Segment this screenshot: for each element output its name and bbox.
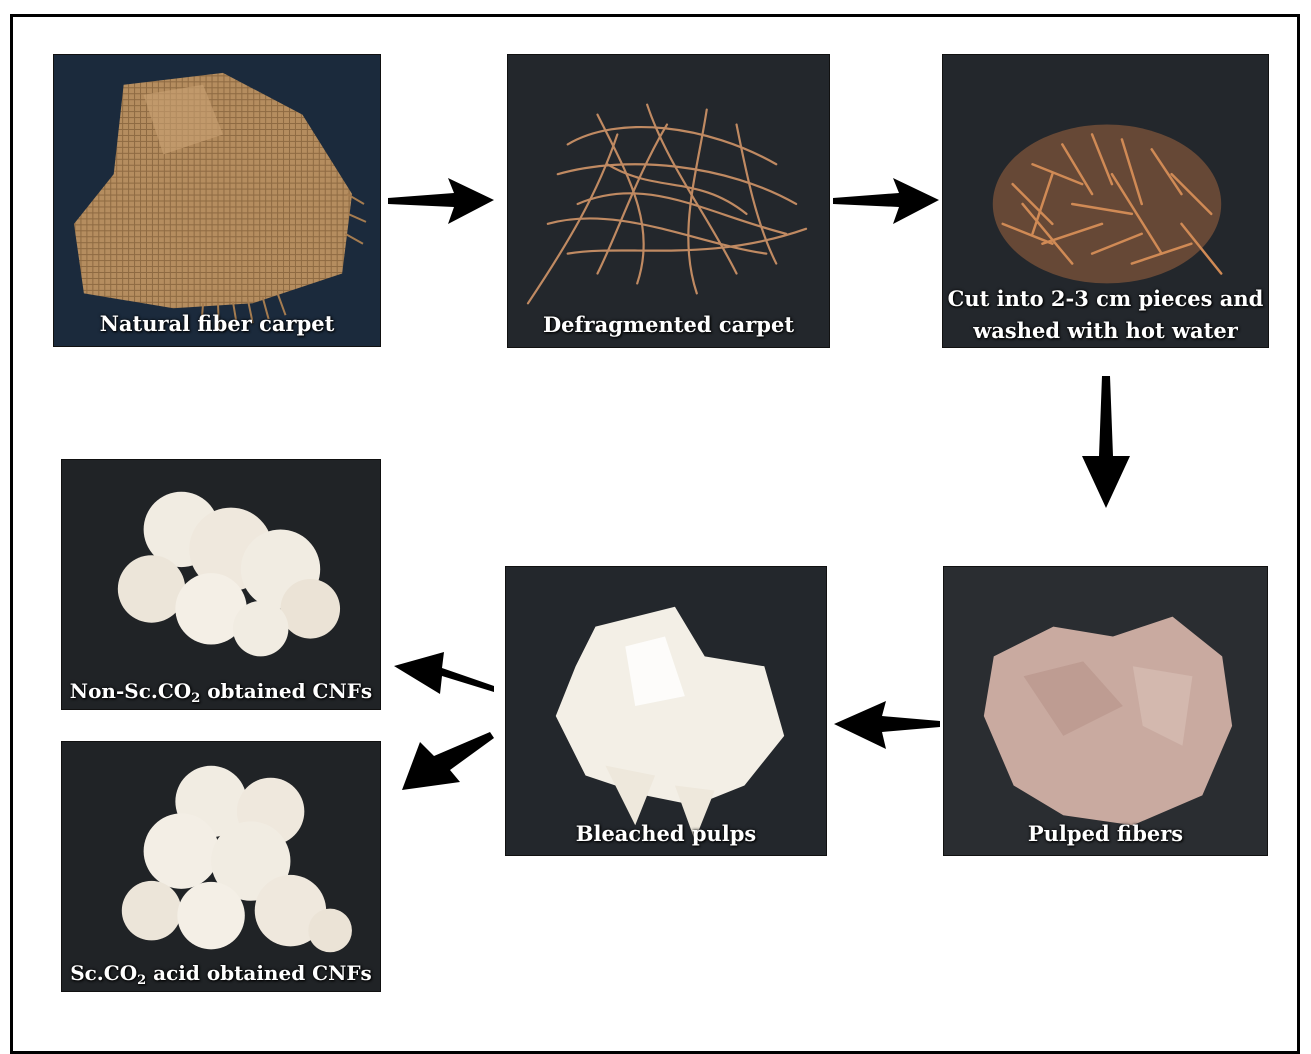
caption-non-sc-subscript: 2	[191, 691, 200, 706]
sc-cnf-image	[62, 742, 380, 991]
caption-pulped-fibers: Pulped fibers	[944, 818, 1267, 850]
photo-natural-fiber-carpet: Natural fiber carpet	[53, 54, 381, 347]
arrow-pulped-to-bleached	[832, 699, 940, 751]
caption-natural-fiber-carpet: Natural fiber carpet	[54, 308, 380, 340]
caption-sc-subscript: 2	[137, 973, 146, 988]
arrow-defragmented-to-cut	[833, 176, 941, 226]
photo-cut-pieces: Cut into 2-3 cm pieces and washed with h…	[942, 54, 1269, 348]
photo-pulped-fibers: Pulped fibers	[943, 566, 1268, 856]
non-sc-cnf-image	[62, 460, 380, 709]
strands-image	[508, 55, 829, 347]
caption-cut-pieces-line1: Cut into 2-3 cm pieces and	[943, 283, 1268, 315]
caption-sc-suffix: acid obtained CNFs	[146, 961, 372, 985]
photo-bleached-pulps: Bleached pulps	[505, 566, 827, 856]
arrow-bleached-to-non-sc	[392, 650, 496, 700]
carpet-image	[54, 55, 380, 346]
arrow-bleached-to-sc	[400, 730, 496, 794]
bleached-image	[506, 567, 826, 855]
caption-non-sc-prefix: Non-Sc.CO	[70, 679, 191, 703]
caption-sc-prefix: Sc.CO	[70, 961, 137, 985]
caption-defragmented-carpet: Defragmented carpet	[508, 309, 829, 341]
caption-sc-co2-cnfs: Sc.CO2 acid obtained CNFs	[62, 957, 380, 989]
photo-sc-co2-cnfs: Sc.CO2 acid obtained CNFs	[61, 741, 381, 992]
pulp-image	[944, 567, 1267, 855]
arrow-cut-to-pulped	[1080, 376, 1132, 510]
photo-defragmented-carpet: Defragmented carpet	[507, 54, 830, 348]
caption-cut-pieces-line2: washed with hot water	[943, 315, 1268, 347]
caption-non-sc-suffix: obtained CNFs	[200, 679, 372, 703]
arrow-carpet-to-defragmented	[388, 176, 496, 226]
caption-bleached-pulps: Bleached pulps	[506, 818, 826, 850]
photo-non-sc-co2-cnfs: Non-Sc.CO2 obtained CNFs	[61, 459, 381, 710]
caption-non-sc-co2-cnfs: Non-Sc.CO2 obtained CNFs	[62, 675, 380, 707]
